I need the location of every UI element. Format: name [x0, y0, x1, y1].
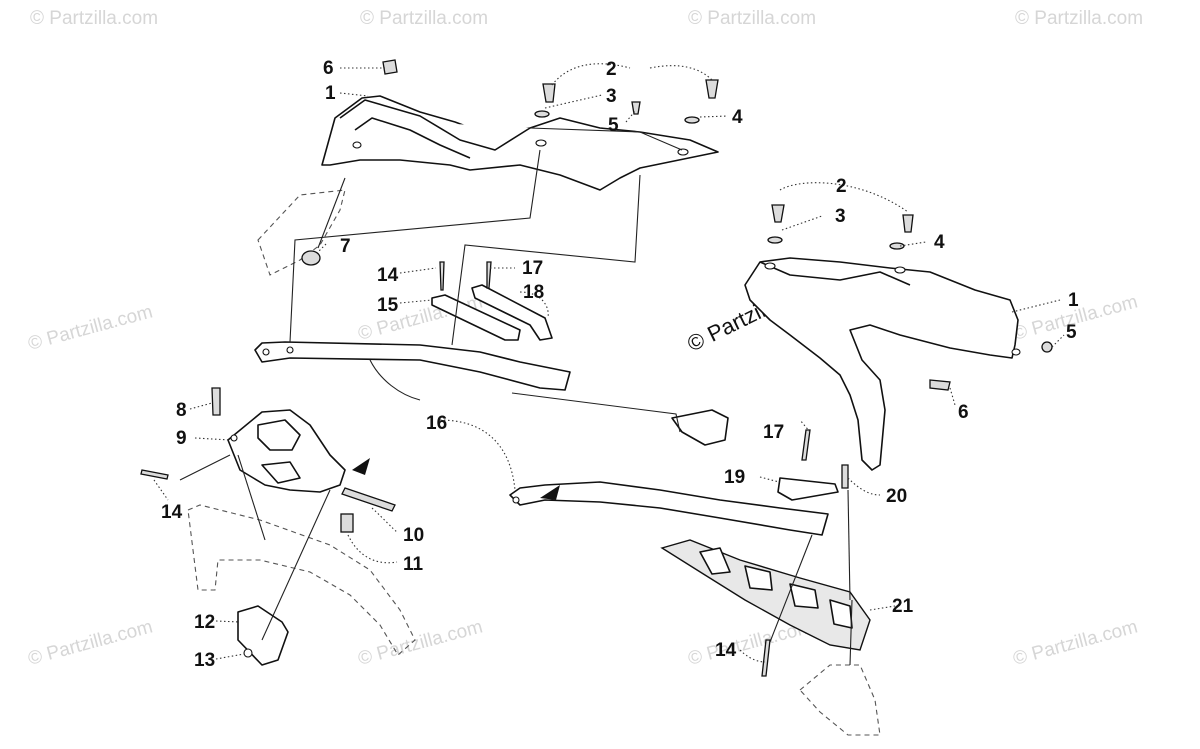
- bolt-10: [341, 487, 396, 512]
- mount-bracket-9: [227, 409, 346, 493]
- chassis-outline-lower: [187, 504, 416, 656]
- callout-6: 6: [958, 402, 969, 423]
- washer-4-right: [889, 242, 905, 250]
- rivet-14-bottom: [761, 639, 771, 677]
- callout-4: 4: [934, 232, 945, 253]
- callout-2: 2: [836, 176, 847, 197]
- rivet-17-top: [486, 261, 492, 289]
- bolt-6-top: [382, 59, 398, 75]
- callout-7: 7: [340, 236, 351, 257]
- watermark-text: © Partzilla.com: [688, 8, 816, 29]
- clip-11: [340, 513, 354, 533]
- direction-arrow-icon: [540, 485, 560, 500]
- callout-17: 17: [522, 258, 543, 279]
- callout-5: 5: [1066, 322, 1077, 343]
- callout-10: 10: [403, 525, 424, 546]
- watermark-text: © Partzilla.com: [1015, 8, 1143, 29]
- callout-1: 1: [325, 83, 336, 104]
- callout-12: 12: [194, 612, 215, 633]
- watermark-text: © Partzilla.com: [1011, 616, 1140, 669]
- callout-20: 20: [886, 486, 907, 507]
- rivet-14-left: [140, 469, 169, 480]
- callout-13: 13: [194, 650, 215, 671]
- bolt-6-right: [929, 379, 951, 391]
- callout-6: 6: [323, 58, 334, 79]
- washer-3-right: [767, 236, 783, 244]
- leader-lines: [153, 63, 1065, 666]
- watermark-text: © Partzilla.com: [26, 301, 155, 354]
- callout-2: 2: [606, 59, 617, 80]
- chassis-outline-upper: [257, 189, 346, 276]
- rivet-14-top: [439, 261, 445, 291]
- rivet-20: [841, 464, 849, 489]
- callout-1: 1: [1068, 290, 1079, 311]
- bolt-8: [211, 387, 221, 416]
- bracket-20: [777, 477, 839, 501]
- bolt-2-right-b: [902, 214, 914, 233]
- callout-3: 3: [606, 86, 617, 107]
- bracket-19: [671, 409, 729, 446]
- bolt-2-top-b: [705, 79, 719, 99]
- footrest-21: [660, 539, 871, 651]
- watermark-text: © Partzilla.com: [26, 616, 155, 669]
- rail-lower: [509, 481, 829, 536]
- bracket-18: [471, 284, 553, 341]
- watermark-text: © Partzilla.com: [30, 8, 158, 29]
- callout-14: 14: [161, 502, 183, 523]
- callout-11: 11: [403, 554, 424, 575]
- callout-8: 8: [176, 400, 187, 421]
- push-pin-5-top: [631, 101, 641, 115]
- washer-3-top: [534, 110, 550, 118]
- callout-9: 9: [176, 428, 187, 449]
- callout-17: 17: [763, 422, 784, 443]
- callout-19: 19: [724, 467, 745, 488]
- callout-14: 14: [715, 640, 737, 661]
- push-pin-5-right: [1041, 341, 1053, 353]
- rail-upper: [254, 341, 571, 391]
- bolt-2-right-a: [771, 204, 785, 223]
- callout-labels: 6 1 2 3 5 4 7 14 17 15 18 2 3 4 1 5 6 8 …: [161, 58, 1079, 671]
- side-panel-right: [744, 257, 1021, 471]
- chassis-outline-bottom: [799, 664, 881, 736]
- callout-3: 3: [835, 206, 846, 227]
- bracket-15: [431, 294, 521, 341]
- callout-21: 21: [892, 596, 914, 617]
- callout-18: 18: [523, 282, 544, 303]
- direction-arrow-icon: [352, 458, 370, 475]
- bolt-2-top-a: [542, 83, 556, 103]
- watermark-text: © Partzilla.com: [356, 616, 485, 669]
- rivet-17-right: [801, 429, 811, 461]
- callout-16: 16: [426, 413, 447, 434]
- watermark-text: © Partzilla.com: [360, 8, 488, 29]
- nut-7: [301, 250, 321, 266]
- callout-5: 5: [608, 115, 619, 136]
- callout-4: 4: [732, 107, 743, 128]
- callout-14: 14: [377, 265, 399, 286]
- side-panel-left: [321, 95, 719, 191]
- washer-4-top: [684, 116, 700, 124]
- callout-15: 15: [377, 295, 399, 316]
